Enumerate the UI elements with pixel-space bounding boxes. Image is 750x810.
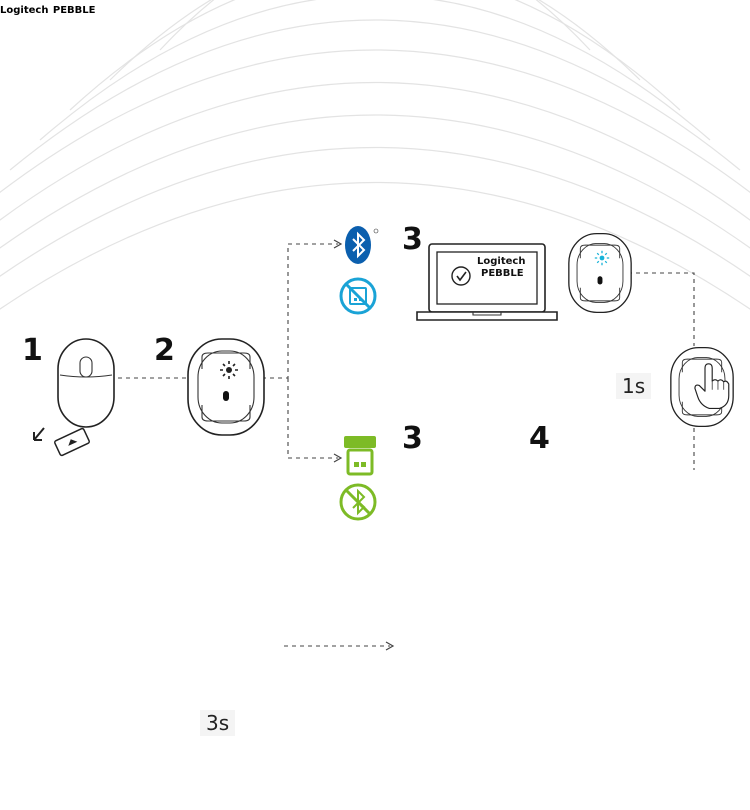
laptop-screen-model: PEBBLE	[481, 268, 524, 279]
mouse-top-view	[33, 338, 115, 457]
no-receiver-icon	[339, 277, 377, 315]
laptop-screen-model-bottom: PEBBLE	[52, 5, 96, 16]
flow-connectors	[118, 239, 695, 651]
step-number-3-receiver: 3	[402, 421, 423, 456]
laptop-bluetooth-pairing	[416, 243, 558, 321]
mouse-bottom-view-bluetooth-led	[568, 232, 632, 314]
usb-receiver-icon	[344, 436, 376, 476]
hold-time-1s: 1s	[616, 373, 652, 399]
laptop-screen-brand-bottom: Logitech	[0, 5, 49, 16]
step-number-1: 1	[22, 333, 43, 368]
section-divider: Logitech PEBBLE 1s 3s	[0, 0, 652, 736]
mouse-bottom-view-step2	[187, 338, 265, 436]
background-arcs	[0, 0, 750, 310]
step-number-4: 4	[529, 421, 550, 456]
step-number-2: 2	[154, 333, 175, 368]
mouse-press-button-1s	[670, 346, 734, 428]
bluetooth-icon	[345, 226, 379, 264]
laptop-screen-brand: Logitech	[477, 256, 525, 267]
hold-time-3s: 3s	[200, 710, 236, 736]
step-number-3-bluetooth: 3	[402, 222, 423, 257]
no-bluetooth-icon	[339, 483, 377, 521]
